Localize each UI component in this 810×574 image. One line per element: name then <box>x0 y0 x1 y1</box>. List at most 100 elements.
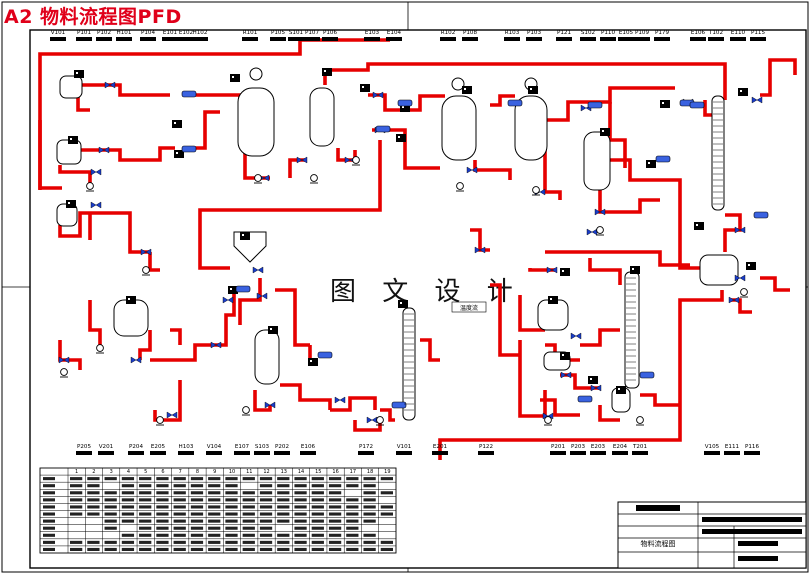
bottom-tag-desc <box>744 451 760 455</box>
top-tag-desc <box>76 37 92 41</box>
valve-icon <box>546 266 558 274</box>
table-cell-value <box>87 491 100 495</box>
equipment-tag <box>126 296 136 304</box>
top-tag: E101 <box>163 30 178 36</box>
bottom-tag-desc <box>300 451 316 455</box>
pump-icon <box>544 416 552 424</box>
table-cell-value <box>259 491 273 495</box>
bottom-tag-desc <box>724 451 740 455</box>
table-cell-value <box>87 484 100 488</box>
pipe <box>540 398 580 417</box>
equipment-tag-mark <box>362 86 364 88</box>
top-tag-desc <box>556 37 572 41</box>
table-cell-value <box>139 519 152 523</box>
pump-icon <box>254 174 262 182</box>
equipment-tag <box>616 386 626 394</box>
pump-icon <box>96 344 104 352</box>
equipment-tag <box>738 88 748 96</box>
table-cell-value <box>173 477 186 481</box>
table-cell-value <box>121 484 135 488</box>
exchanger-icon <box>689 101 705 109</box>
valve-icon <box>98 146 110 154</box>
table-cell-value <box>173 505 186 509</box>
table-cell-value <box>190 498 204 502</box>
note-box-text: 温度流 <box>460 304 478 312</box>
table-cell-value <box>190 519 204 523</box>
table-cell-value <box>259 519 273 523</box>
top-tag: P108 <box>463 30 477 36</box>
table-cell-value <box>190 512 204 516</box>
table-cell-value <box>104 519 117 523</box>
table-cell-value <box>104 540 117 544</box>
reactor-r102-motor <box>451 77 465 91</box>
pipe <box>198 140 382 270</box>
bottom-tag-desc <box>432 451 448 455</box>
table-cell-value <box>87 498 100 502</box>
table-cell-value <box>346 512 359 516</box>
equipment-tag-mark <box>590 378 592 380</box>
top-tag: P106 <box>323 30 337 36</box>
table-cell-value <box>70 491 83 495</box>
table-cell-value <box>173 547 186 551</box>
valve-layer <box>58 81 769 426</box>
table-cell-value <box>363 505 376 509</box>
table-cell-value <box>104 526 117 530</box>
table-cell-value <box>380 512 393 516</box>
pump-icon <box>86 182 94 190</box>
equipment-tag-mark <box>562 354 564 356</box>
equipment-tag <box>400 104 410 112</box>
equipment-tag <box>630 266 640 274</box>
table-header-cell: 1 <box>75 469 78 475</box>
table-cell-value <box>328 512 342 516</box>
valve-icon <box>728 296 740 304</box>
bottom-tag-desc <box>570 451 586 455</box>
exchanger-e110 <box>583 131 611 191</box>
table-cell-value <box>121 505 135 509</box>
table-cell-value <box>121 540 135 544</box>
table-cell-value <box>121 533 135 537</box>
bottom-tag: T201 <box>632 444 648 450</box>
pipe <box>473 160 512 180</box>
table-row-label <box>43 512 55 516</box>
table-cell-value <box>380 491 393 495</box>
top-tag: P107 <box>305 30 319 36</box>
bottom-tag: P203 <box>571 444 585 450</box>
table-header-cell: 6 <box>161 469 164 475</box>
table-cell-value <box>294 477 307 481</box>
bottom-tag-desc <box>550 451 566 455</box>
table-cell-value <box>139 533 152 537</box>
bottom-tag-desc <box>76 451 92 455</box>
table-cell-value <box>208 540 221 544</box>
pipe <box>280 383 332 410</box>
reactor-r103 <box>514 95 548 161</box>
table-cell-value <box>190 505 204 509</box>
top-tag: E104 <box>387 30 402 36</box>
equipment-tag <box>600 128 610 136</box>
table-cell-value <box>277 519 290 523</box>
table-cell-value <box>311 512 324 516</box>
table-cell-value <box>121 519 135 523</box>
exchanger-icon <box>397 99 413 107</box>
table-cell-value <box>242 540 255 544</box>
top-tag: H101 <box>117 30 132 36</box>
pump-icon <box>376 416 384 424</box>
table-cell-value <box>225 505 238 509</box>
valve-icon <box>90 201 102 209</box>
table-cell-value <box>225 540 238 544</box>
pipe <box>88 300 102 345</box>
pipe <box>640 393 680 407</box>
table-cell-value <box>259 512 273 516</box>
table-cell-value <box>104 491 117 495</box>
top-tag: R103 <box>505 30 520 36</box>
table-cell-value <box>190 533 204 537</box>
pipe <box>730 298 752 314</box>
table-cell-value <box>328 477 342 481</box>
pipe <box>148 252 160 272</box>
table-cell-value <box>346 540 359 544</box>
pump-icon <box>142 266 150 274</box>
top-tag: T102 <box>708 30 723 36</box>
vessel-v105 <box>699 254 739 286</box>
table-cell-value <box>363 498 376 502</box>
table-cell-value <box>346 498 359 502</box>
